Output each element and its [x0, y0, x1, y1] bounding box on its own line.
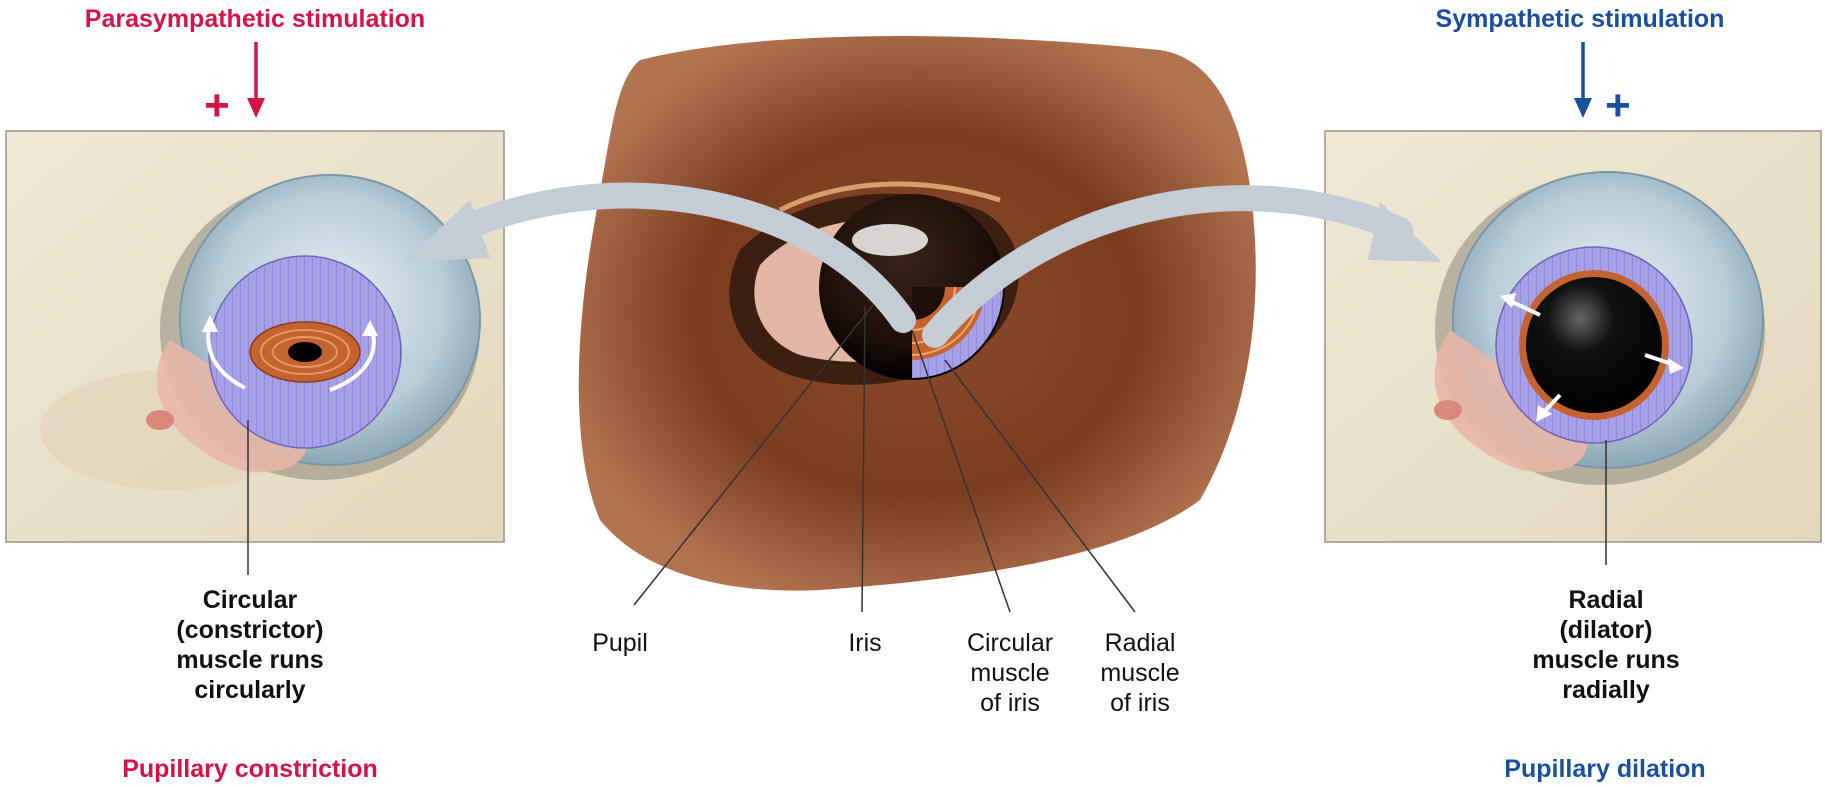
radial-dilator-label: Radial (dilator) muscle runs radially [1486, 585, 1726, 705]
label-line: Radial [1085, 628, 1195, 658]
label-line: radially [1486, 675, 1726, 705]
left-panel-illustration [6, 131, 504, 542]
label-line: Radial [1486, 585, 1726, 615]
label-line: of iris [955, 688, 1065, 718]
parasympathetic-title: Parasympathetic stimulation [45, 4, 465, 34]
label-line: circularly [130, 675, 370, 705]
label-line: muscle [955, 658, 1065, 688]
label-line: (constrictor) [130, 615, 370, 645]
iris-label: Iris [820, 628, 910, 658]
label-line: muscle runs [1486, 645, 1726, 675]
center-eye-illustration [579, 36, 1256, 591]
pupillary-dilation-caption: Pupillary dilation [1420, 754, 1790, 784]
label-line: muscle runs [130, 645, 370, 675]
parasympathetic-plus: + [204, 84, 230, 128]
label-line: (dilator) [1486, 615, 1726, 645]
label-line: muscle [1085, 658, 1195, 688]
circular-constrictor-label: Circular (constrictor) muscle runs circu… [130, 585, 370, 705]
sympathetic-plus: + [1605, 84, 1631, 128]
sympathetic-title: Sympathetic stimulation [1400, 4, 1760, 34]
label-line: Circular [130, 585, 370, 615]
label-line: Circular [955, 628, 1065, 658]
pupillary-constriction-caption: Pupillary constriction [60, 754, 440, 784]
label-line: of iris [1085, 688, 1195, 718]
radial-muscle-label: Radial muscle of iris [1085, 628, 1195, 718]
right-panel-illustration [1325, 131, 1821, 565]
circular-muscle-label: Circular muscle of iris [955, 628, 1065, 718]
pupil-label: Pupil [565, 628, 675, 658]
